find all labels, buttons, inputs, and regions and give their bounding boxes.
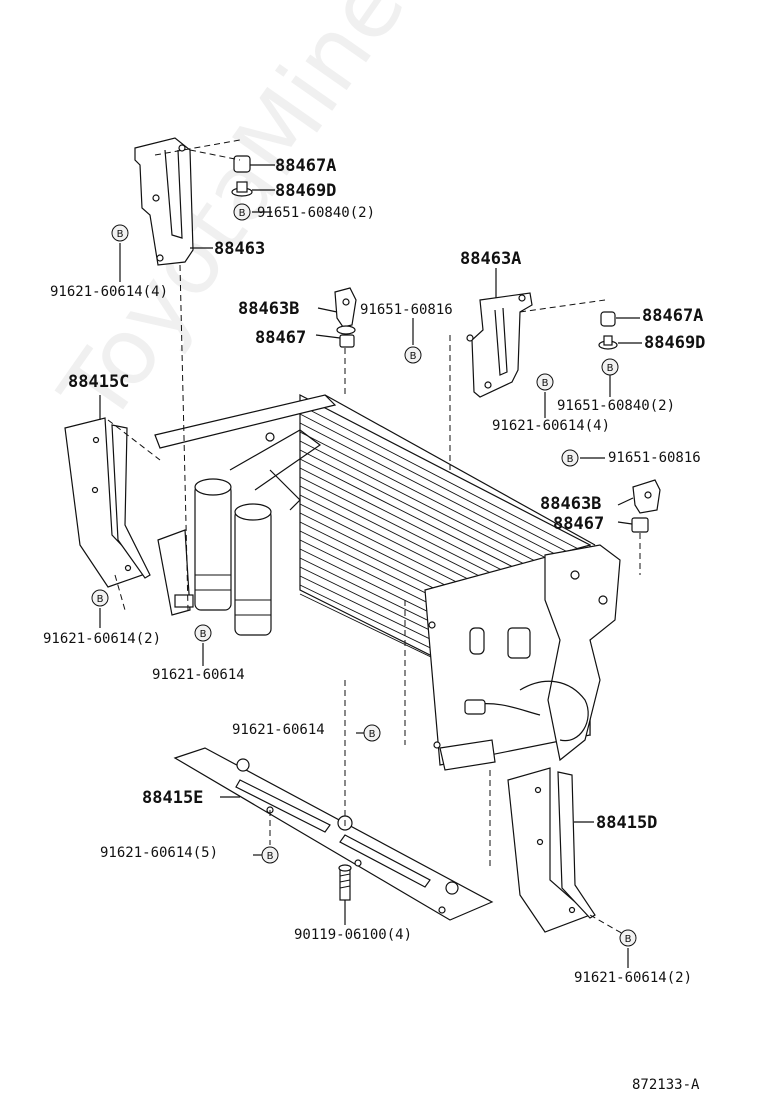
bracket-88463B-right <box>632 479 661 514</box>
collar-88469D-right <box>598 335 618 350</box>
condenser-fin <box>299 413 591 564</box>
bolt-marker-6: B <box>561 449 579 467</box>
bolt-marker-3: B <box>404 346 422 364</box>
seal-88415E <box>173 747 494 921</box>
bracket-88463 <box>134 137 194 266</box>
seal-88415D <box>507 767 596 933</box>
bolt-marker-9: B <box>363 724 381 742</box>
bolt-marker-8: B <box>194 624 212 642</box>
label-91651-60840-right: 91651-60840(2) <box>557 398 675 414</box>
label-91621-60614-2-left: 91621-60614(2) <box>43 631 161 647</box>
label-91621-60614-4-right: 91621-60614(4) <box>492 418 610 434</box>
collar-88469D-top <box>231 181 253 197</box>
label-88415D: 88415D <box>596 813 657 833</box>
label-88463B-top: 88463B <box>238 299 299 319</box>
cushion-88467A-right <box>600 311 616 327</box>
bolt-marker-11: B <box>619 929 637 947</box>
svg-text:B: B <box>607 363 614 374</box>
bolt-marker-4: B <box>601 358 619 376</box>
label-88463B-right: 88463B <box>540 494 601 514</box>
receiver-dryer <box>157 429 322 636</box>
label-88467-top: 88467 <box>255 328 306 348</box>
label-88469D-top: 88469D <box>275 181 336 201</box>
svg-text:B: B <box>267 851 274 862</box>
svg-text:B: B <box>542 378 549 389</box>
cushion-88467-top <box>339 334 355 348</box>
bolt-marker-10: B <box>261 846 279 864</box>
label-91651-60840-top: 91651-60840(2) <box>257 205 375 221</box>
svg-text:B: B <box>200 629 207 640</box>
cushion-88467A-top <box>233 155 251 173</box>
label-91621-60614-mid: 91621-60614 <box>152 667 245 683</box>
bolt-marker-5: B <box>536 373 554 391</box>
svg-text:B: B <box>97 594 104 605</box>
condenser-fin <box>299 404 591 556</box>
label-91621-60614-bottom: 91621-60614 <box>232 722 325 738</box>
label-88467-right: 88467 <box>553 514 604 534</box>
svg-text:B: B <box>369 729 376 740</box>
label-88467A-right: 88467A <box>642 306 703 326</box>
assembly-lines <box>107 139 641 936</box>
label-88463: 88463 <box>214 239 265 259</box>
label-91651-60816-top: 91651-60816 <box>360 302 453 318</box>
bolt-marker-2: B <box>111 224 129 242</box>
label-88463A: 88463A <box>460 249 521 269</box>
svg-text:B: B <box>117 229 124 240</box>
condenser-core <box>154 394 621 771</box>
label-91651-60816-right: 91651-60816 <box>608 450 701 466</box>
bracket-88463B-top <box>334 287 357 335</box>
bolt-90119-06100 <box>338 864 352 901</box>
condenser-fin <box>299 422 591 573</box>
bracket-88463A <box>466 292 533 398</box>
label-91621-60614-5: 91621-60614(5) <box>100 845 218 861</box>
svg-text:B: B <box>410 351 417 362</box>
diagram-code: 872133-A <box>632 1077 700 1093</box>
svg-text:B: B <box>567 454 574 465</box>
condenser-fin <box>299 431 591 581</box>
leader-lines <box>99 164 642 968</box>
cushion-88467-right <box>631 517 649 533</box>
svg-text:B: B <box>239 208 246 219</box>
seal-88415C <box>64 417 151 588</box>
label-88415C: 88415C <box>68 372 129 392</box>
label-91621-60614-4-left: 91621-60614(4) <box>50 284 168 300</box>
label-90119-06100: 90119-06100(4) <box>294 927 412 943</box>
label-88467A-top: 88467A <box>275 156 336 176</box>
bolt-marker-1: B <box>233 203 251 221</box>
label-91621-60614-2-right: 91621-60614(2) <box>574 970 692 986</box>
label-88415E: 88415E <box>142 788 203 808</box>
bolt-marker-7: B <box>91 589 109 607</box>
svg-text:B: B <box>625 934 632 945</box>
label-88469D-right: 88469D <box>644 333 705 353</box>
